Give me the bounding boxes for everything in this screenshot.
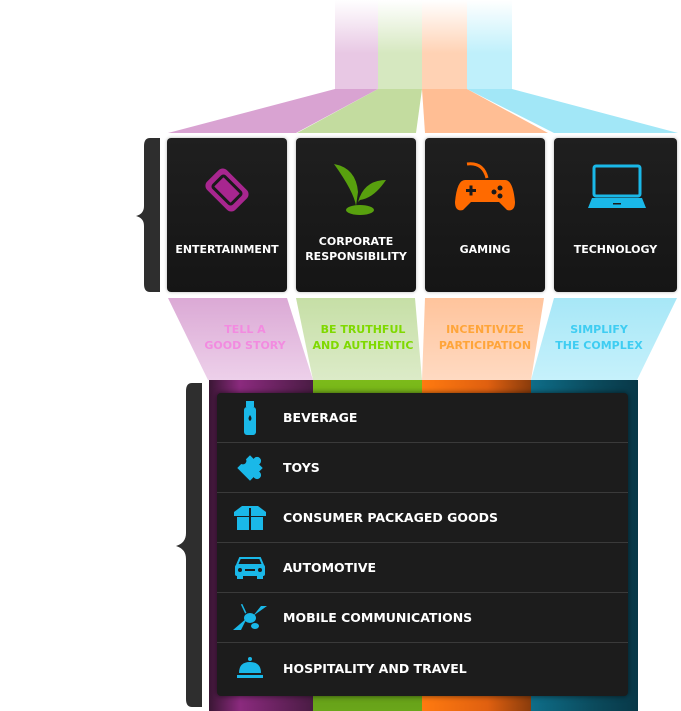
- upper-brace: [136, 138, 160, 292]
- orange-column: [422, 0, 467, 89]
- blue-column: [467, 0, 512, 89]
- category-card-gaming[interactable]: GAMING: [425, 138, 545, 292]
- car-icon: [235, 556, 265, 579]
- pink-column: [335, 0, 378, 89]
- puzzle-icon: [237, 454, 263, 481]
- laptop-icon: [587, 164, 646, 208]
- ticket-icon: [205, 168, 249, 212]
- fan-connector: [168, 89, 678, 133]
- industries-list: BEVERAGE TOYS CONSUMER PACKAGED GOODS AU…: [217, 393, 628, 696]
- category-label: ENTERTAINMENT: [175, 242, 279, 256]
- category-label: TECHNOLOGY: [573, 242, 658, 256]
- green-column: [378, 0, 422, 89]
- goal-connector: [168, 298, 677, 380]
- gamepad-icon: [455, 162, 515, 211]
- sprout-icon: [334, 164, 386, 215]
- category-card-technology[interactable]: TECHNOLOGY: [554, 138, 677, 292]
- category-card-entertainment[interactable]: ENTERTAINMENT: [167, 138, 287, 292]
- list-item-consumer-packaged-goods[interactable]: CONSUMER PACKAGED GOODS: [217, 493, 628, 543]
- category-label: GAMING: [459, 242, 511, 256]
- list-item-beverage[interactable]: BEVERAGE: [217, 393, 628, 443]
- lower-brace: [176, 383, 202, 707]
- list-item-toys[interactable]: TOYS: [217, 443, 628, 493]
- list-item-mobile-communications[interactable]: MOBILE COMMUNICATIONS: [217, 593, 628, 643]
- service-bell-icon: [237, 657, 263, 678]
- list-item-hospitality-and-travel[interactable]: HOSPITALITY AND TRAVEL: [217, 643, 628, 693]
- box-icon: [234, 505, 266, 530]
- satellite-icon: [233, 603, 267, 630]
- bottle-icon: [244, 400, 256, 435]
- list-item-automotive[interactable]: AUTOMOTIVE: [217, 543, 628, 593]
